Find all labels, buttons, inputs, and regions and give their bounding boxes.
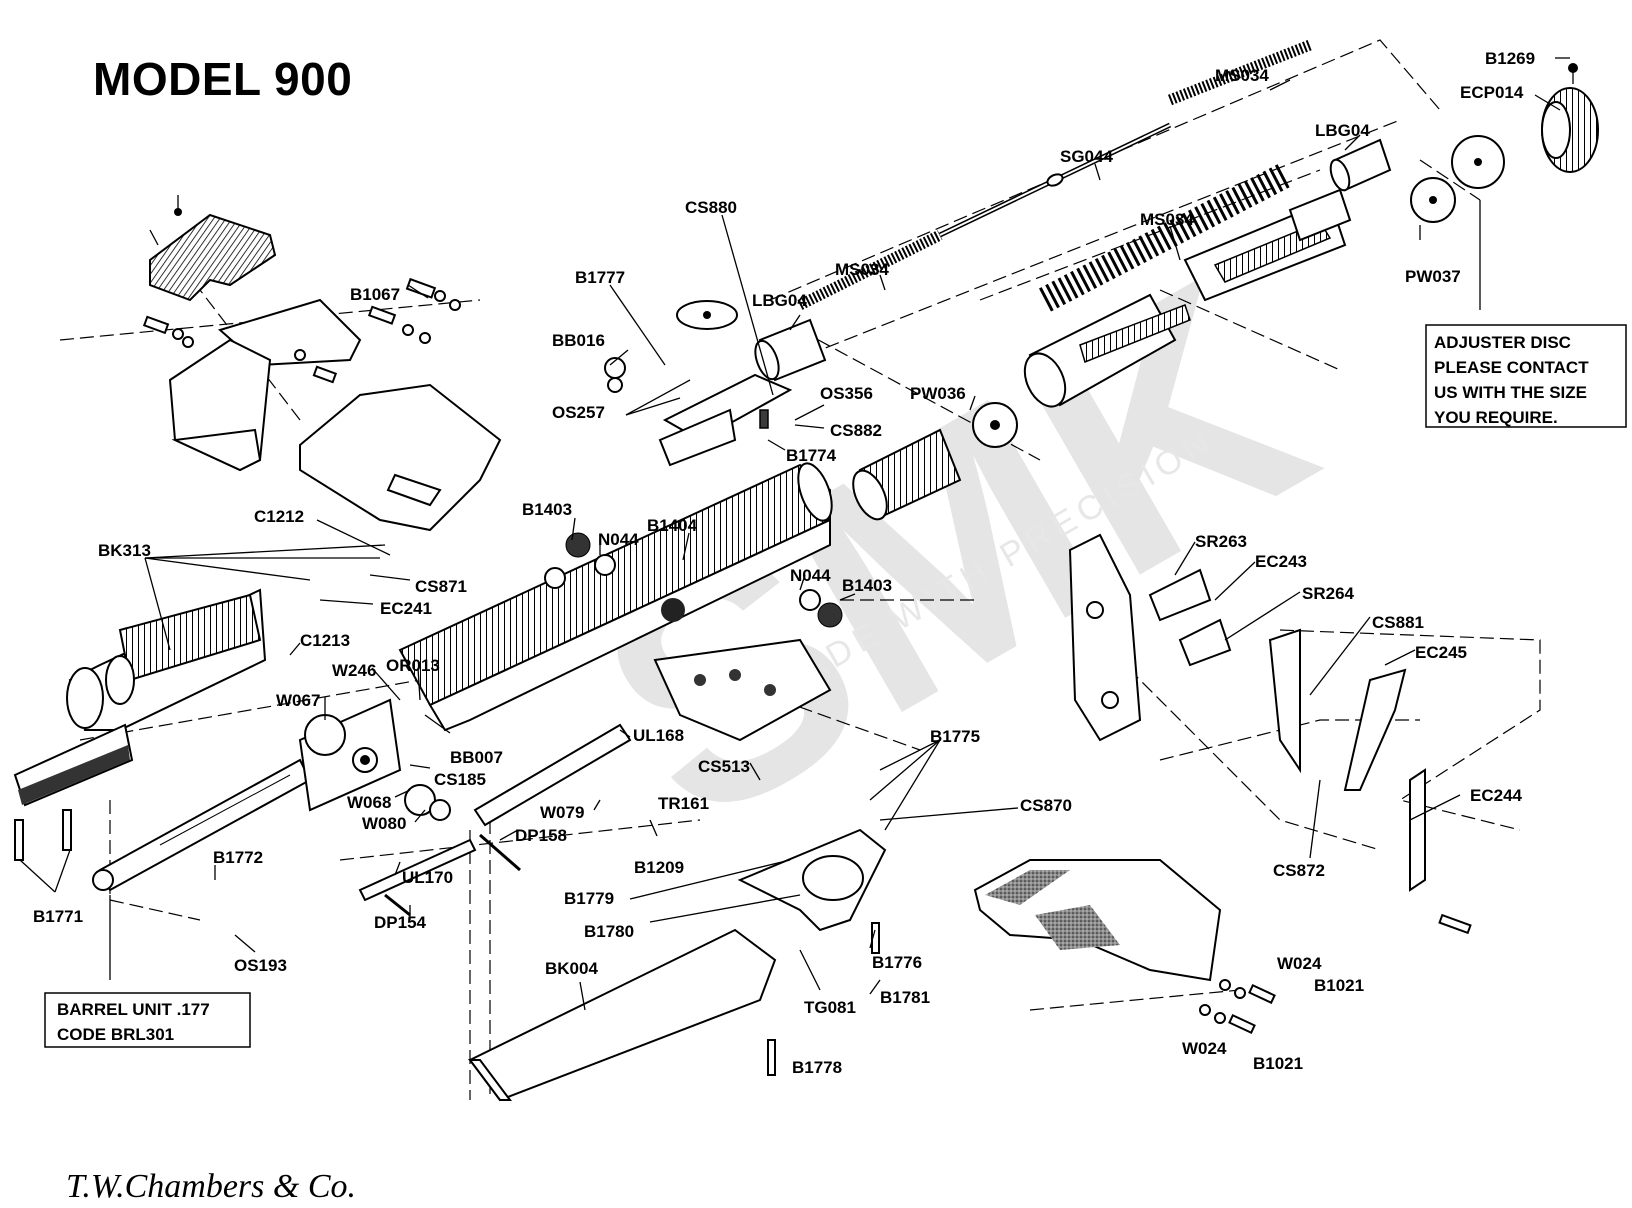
part-label: B1774 (786, 446, 837, 465)
part-label: W024 (1182, 1039, 1227, 1058)
part-label: B1404 (647, 516, 698, 535)
part-label: W079 (540, 803, 584, 822)
part-label: B1021 (1253, 1054, 1303, 1073)
screws (14, 809, 1472, 1076)
compression-tube (398, 462, 833, 732)
adjuster-note-line-2: PLEASE CONTACT (1434, 358, 1589, 377)
part-label: B1771 (33, 907, 83, 926)
part-label: MS034 (835, 260, 889, 279)
part-label: B1021 (1314, 976, 1364, 995)
adjuster-note-line-4: YOU REQUIRE. (1434, 408, 1558, 427)
part-label: DP154 (374, 913, 427, 932)
part-label: DP158 (515, 826, 567, 845)
part-label: CS513 (698, 757, 750, 776)
barrel-unit (92, 698, 451, 892)
part-labels: B1269 MS034 ECP014 LBG04 SG044 MS034 CS8… (33, 49, 1535, 1077)
manufacturer-footer: T.W.Chambers & Co. (66, 1168, 356, 1205)
part-label: B1067 (350, 285, 400, 304)
part-label: W080 (362, 814, 406, 833)
part-label: CS871 (415, 577, 467, 596)
part-label: B1775 (930, 727, 980, 746)
main-springs (797, 39, 1313, 312)
part-label: B1772 (213, 848, 263, 867)
part-label: OS257 (552, 403, 605, 422)
part-label: B1777 (575, 268, 625, 287)
adjuster-note-line-1: ADJUSTER DISC (1434, 333, 1571, 352)
part-label: UL170 (402, 868, 453, 887)
part-label: LBG04 (1315, 121, 1370, 140)
part-label: OS193 (234, 956, 287, 975)
part-label: B1403 (522, 500, 572, 519)
part-label: W246 (332, 661, 376, 680)
part-label: MS034 (1140, 210, 1194, 229)
part-label: W068 (347, 793, 391, 812)
part-label: B1781 (880, 988, 930, 1007)
barrel-note-line-1: BARREL UNIT .177 (57, 1000, 210, 1019)
part-label: CS870 (1020, 796, 1072, 815)
part-label: OR013 (386, 656, 440, 675)
part-label: SR263 (1195, 532, 1247, 551)
part-label: PW037 (1405, 267, 1461, 286)
piston-assembly (1023, 188, 1352, 408)
part-label: ECP014 (1460, 83, 1524, 102)
part-label: CS880 (685, 198, 737, 217)
part-label: BK313 (98, 541, 151, 560)
cocking-linkage (358, 723, 632, 917)
part-label: OS356 (820, 384, 873, 403)
part-label: B1269 (1485, 49, 1535, 68)
trigger-unit (1068, 533, 1426, 892)
part-label: SG044 (1060, 147, 1113, 166)
part-label: C1213 (300, 631, 350, 650)
barrel-note-line-2: CODE BRL301 (57, 1025, 174, 1044)
part-label: C1212 (254, 507, 304, 526)
part-label: LBG04 (752, 291, 807, 310)
part-label: CS185 (434, 770, 486, 789)
part-label: MS034 (1215, 66, 1269, 85)
part-label: UL168 (633, 726, 684, 745)
part-label: B1209 (634, 858, 684, 877)
part-label: W067 (276, 691, 320, 710)
pistol-grip (973, 859, 1222, 982)
leader-lines (19, 57, 1570, 1011)
part-label: BB016 (552, 331, 605, 350)
part-label: BB007 (450, 748, 503, 767)
part-label: CS882 (830, 421, 882, 440)
part-label: TR161 (658, 794, 709, 813)
part-label: CS872 (1273, 861, 1325, 880)
diagram-title: MODEL 900 (93, 53, 353, 105)
part-label: SR264 (1302, 584, 1355, 603)
adjuster-note: ADJUSTER DISC PLEASE CONTACT US WITH THE… (1425, 324, 1627, 428)
part-label: B1403 (842, 576, 892, 595)
lower-stock (468, 828, 887, 1102)
part-label: BK004 (545, 959, 598, 978)
screw-set (142, 277, 461, 384)
part-label: B1779 (564, 889, 614, 908)
part-label: EC244 (1470, 786, 1523, 805)
forend-stock (13, 588, 267, 807)
rear-sight-assembly (142, 195, 502, 532)
part-label: B1780 (584, 922, 634, 941)
part-label: EC245 (1415, 643, 1467, 662)
adjuster-note-line-3: US WITH THE SIZE (1434, 383, 1587, 402)
barrel-note: BARREL UNIT .177 CODE BRL301 (44, 992, 251, 1048)
part-label: W024 (1277, 954, 1322, 973)
part-label: EC243 (1255, 552, 1307, 571)
part-label: EC241 (380, 599, 432, 618)
cylinder-bushings (754, 63, 1599, 521)
trigger-housing-parts (544, 300, 843, 742)
part-label: B1776 (872, 953, 922, 972)
assembly-guides (59, 39, 1541, 1100)
part-label: N044 (790, 566, 831, 585)
part-label: B1778 (792, 1058, 842, 1077)
part-label: CS881 (1372, 613, 1424, 632)
part-label: TG081 (804, 998, 856, 1017)
part-label: PW036 (910, 384, 966, 403)
part-label: N044 (598, 530, 639, 549)
